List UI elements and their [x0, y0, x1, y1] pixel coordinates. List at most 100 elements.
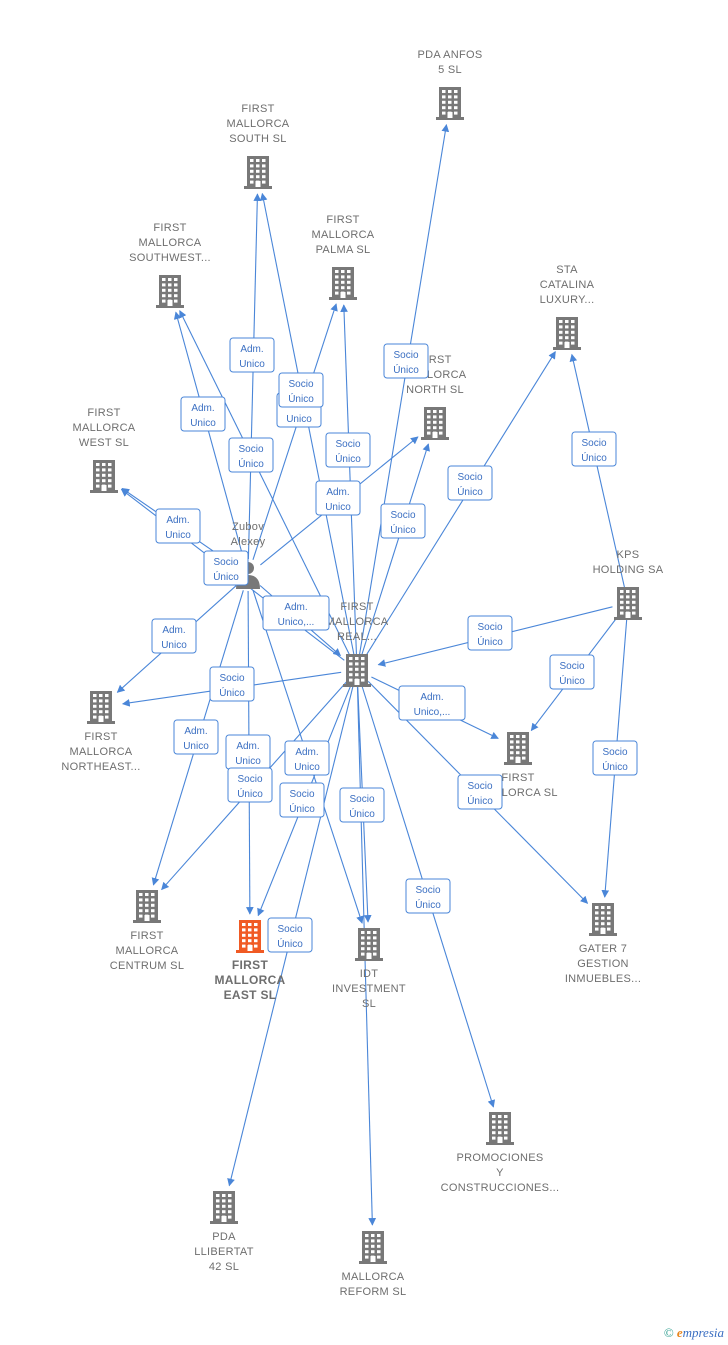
building-icon	[355, 928, 383, 961]
node-label: MALLORCA	[227, 118, 290, 130]
edge-tag-text: Único	[335, 452, 361, 465]
edge-tag-box	[209, 666, 255, 702]
node-label: HOLDING SA	[593, 564, 664, 576]
node-label: 5 SL	[438, 64, 462, 76]
edge-tag-box	[203, 550, 249, 586]
node-fm-northeast[interactable]: FIRSTMALLORCANORTHEAST...	[61, 691, 140, 773]
edge-tag-text: Adm.	[240, 344, 263, 355]
edge-tag-text: Socio	[457, 472, 482, 483]
edge-tag-text: Socio	[289, 789, 314, 800]
node-label: SOUTHWEST...	[129, 252, 211, 264]
edge-tag-zubov-to-fm_north[interactable]: Adm.Unico	[315, 480, 361, 516]
edge-tag-text: Socio	[467, 781, 492, 792]
edge-tag-box	[284, 740, 330, 776]
edge-tag-text: Adm.	[326, 487, 349, 498]
building-icon	[589, 903, 617, 936]
node-label: CONSTRUCCIONES...	[441, 1182, 560, 1194]
building-icon	[156, 275, 184, 308]
edge-fm_real-to-pda_anfos	[359, 123, 450, 655]
node-label: MALLORCA	[73, 422, 136, 434]
edge-tags-layer: Adm.UnicoAdm.UnicoAdm.UnicoAdm.UnicoAdm.…	[151, 337, 638, 953]
building-icon	[133, 890, 161, 923]
edge-tag-text: Único	[390, 523, 416, 536]
edge-tag-box	[228, 437, 274, 473]
node-label: FIRST	[153, 222, 186, 234]
building-icon	[486, 1112, 514, 1145]
node-label: MALLORCA	[116, 945, 179, 957]
edge-tag-text: Único	[349, 807, 375, 820]
node-sta-catalina[interactable]: STACATALINALUXURY...	[540, 264, 595, 350]
edge-tag-text: Socio	[238, 444, 263, 455]
edge-tag-box	[262, 595, 330, 631]
edge-tag-box	[173, 719, 219, 755]
building-icon	[359, 1231, 387, 1264]
edge-tag-box	[227, 767, 273, 803]
edge-tag-text: Adm.	[162, 625, 185, 636]
edge-zubov-to-fm_palma	[252, 303, 338, 560]
node-label: FIRST	[340, 601, 373, 613]
brand-watermark[interactable]: ©empresia	[664, 1325, 724, 1341]
node-gater[interactable]: GATER 7GESTIONINMUEBLES...	[565, 903, 641, 985]
node-label: INVESTMENT	[332, 983, 406, 995]
edge-tag-zubov-to-fm_centrum[interactable]: Adm.Unico	[173, 719, 219, 755]
edge-tag-text: Socio	[581, 438, 606, 449]
node-fm-real[interactable]: FIRSTMALLORCAREAL...	[326, 601, 389, 687]
edge-tag-fm_real-to-fm_sl[interactable]: Adm.Unico,...	[398, 685, 466, 721]
edge-tag-zubov-to-fm_northeast[interactable]: Adm.Unico	[151, 618, 197, 654]
edge-tag-text: Socio	[393, 350, 418, 361]
node-label: MALLORCA	[312, 229, 375, 241]
edge-tag-zubov-to-fm_real[interactable]: Adm.Unico,...	[262, 595, 330, 631]
edge-tag-text: Unico	[190, 418, 216, 429]
building-icon	[244, 156, 272, 189]
edge-tag-text: Adm.	[284, 602, 307, 613]
node-label: PROMOCIONES	[456, 1152, 543, 1164]
edge-tag-text: Único	[213, 570, 239, 583]
edge-tag-zubov-to-fm_east[interactable]: Adm.Unico	[225, 734, 271, 770]
edge-tag-text: Único	[238, 457, 264, 470]
edge-tag-zubov-to-fm_west[interactable]: Adm.Unico	[155, 508, 201, 544]
edge-tag-zubov-to-fm_southwest[interactable]: Adm. Unico	[180, 396, 226, 432]
edge-tag-text: Socio	[559, 661, 584, 672]
node-label: MALLORCA	[342, 1271, 405, 1283]
node-label: Y	[496, 1167, 504, 1179]
edge-tag-zubov-to-fm_south[interactable]: Adm.Unico	[229, 337, 275, 373]
node-label: EAST SL	[224, 988, 277, 1002]
edge-tag-text: Adm.	[191, 403, 214, 414]
edge-tag-text: Socio	[219, 673, 244, 684]
node-promociones[interactable]: PROMOCIONES Y CONSTRUCCIONES...	[441, 1112, 560, 1194]
edge-tag-zubov-to-idt[interactable]: Adm.Unico	[284, 740, 330, 776]
node-label: 42 SL	[209, 1261, 239, 1273]
node-fm-southwest[interactable]: FIRSTMALLORCASOUTHWEST...	[129, 222, 211, 308]
edge-tag-text: Adm.	[236, 741, 259, 752]
edge-tag-box	[267, 917, 313, 953]
